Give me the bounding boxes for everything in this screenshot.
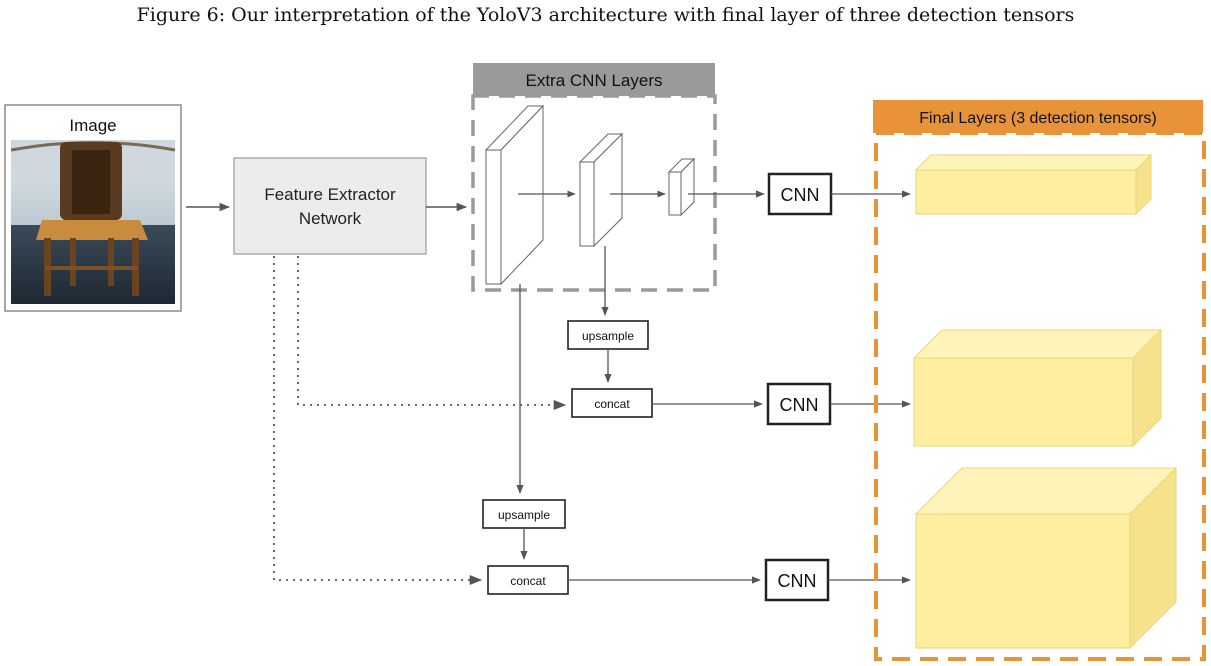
figure-caption: Figure 6: Our interpretation of the Yolo… xyxy=(136,4,1075,26)
final-layers-title: Final Layers (3 detection tensors) xyxy=(919,110,1156,127)
skip-connection-1 xyxy=(297,256,567,411)
final-layers-header xyxy=(873,100,1203,133)
detection-tensor-2 xyxy=(912,328,1163,448)
feature-map-medium xyxy=(578,132,624,248)
feature-extractor-box: Feature Extractor Network xyxy=(233,157,427,255)
skip-connection-2 xyxy=(273,256,483,586)
final-layers-group: Final Layers (3 detection tensors) xyxy=(873,100,1206,661)
cnn-label-2: CNN xyxy=(780,395,819,415)
detection-tensor-1 xyxy=(914,153,1153,216)
cnn-label-1: CNN xyxy=(781,185,820,205)
upsample-block-1: upsample xyxy=(567,320,649,350)
feature-extractor-line1: Feature Extractor xyxy=(264,185,396,204)
upsample-label-1: upsample xyxy=(582,329,634,343)
final-layers-dashed-border xyxy=(874,131,1206,661)
feature-map-large xyxy=(484,104,545,286)
concat-label-1: concat xyxy=(594,397,630,411)
cnn-block-2: CNN xyxy=(766,382,832,426)
concat-label-2: concat xyxy=(510,574,546,588)
image-label: Image xyxy=(69,116,116,135)
extra-cnn-title: Extra CNN Layers xyxy=(526,71,663,90)
extra-cnn-header xyxy=(473,63,715,96)
upsample-block-2: upsample xyxy=(482,499,566,529)
feature-map-small xyxy=(667,157,696,217)
extra-cnn-dashed-border xyxy=(471,94,717,292)
concat-block-2: concat xyxy=(487,565,569,595)
detection-tensor-3 xyxy=(914,466,1178,650)
cnn-block-3: CNN xyxy=(764,558,830,602)
cnn-label-3: CNN xyxy=(778,571,817,591)
chair-photo xyxy=(10,140,176,304)
upsample-label-2: upsample xyxy=(498,508,550,522)
extra-cnn-layers-group: Extra CNN Layers xyxy=(471,63,717,292)
concat-block-1: concat xyxy=(571,388,653,418)
feature-extractor-line2: Network xyxy=(299,209,362,228)
cnn-block-1: CNN xyxy=(767,172,833,216)
input-image-box: Image xyxy=(4,104,182,312)
